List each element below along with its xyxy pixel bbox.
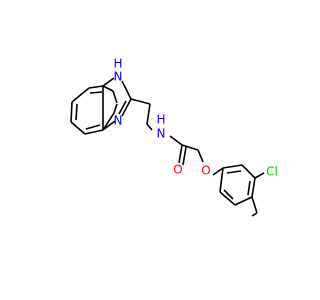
bond bbox=[251, 196, 258, 214]
bond bbox=[223, 189, 234, 200]
structure-canvas: H N N N H O O Cl bbox=[70, 57, 278, 217]
bond bbox=[118, 100, 127, 115]
bond bbox=[197, 149, 204, 163]
carbonyl-oxygen-label: O bbox=[173, 163, 182, 177]
bond bbox=[226, 170, 242, 174]
bond bbox=[102, 120, 116, 131]
bond bbox=[84, 129, 104, 135]
bond bbox=[113, 103, 118, 114]
bond bbox=[71, 87, 90, 103]
bond bbox=[241, 164, 256, 179]
bond bbox=[102, 85, 114, 92]
bond bbox=[121, 98, 132, 117]
bond bbox=[181, 144, 199, 151]
bond bbox=[219, 191, 236, 206]
bond bbox=[169, 135, 183, 146]
bond bbox=[251, 177, 256, 198]
bond bbox=[89, 91, 103, 94]
chlorine-label: Cl bbox=[266, 165, 278, 179]
bond bbox=[251, 212, 258, 217]
bond bbox=[222, 164, 243, 169]
bond bbox=[146, 103, 151, 125]
bond bbox=[130, 98, 151, 105]
bond bbox=[212, 167, 224, 176]
bond bbox=[70, 121, 86, 135]
bond bbox=[254, 172, 265, 179]
bond bbox=[112, 90, 118, 104]
bond bbox=[146, 123, 153, 131]
bond bbox=[234, 196, 253, 206]
bond bbox=[85, 124, 101, 130]
bond bbox=[102, 112, 115, 131]
bond bbox=[121, 80, 132, 100]
bond bbox=[70, 101, 73, 123]
bond bbox=[178, 144, 183, 164]
benzimidazole-nh-label: N bbox=[114, 70, 123, 84]
bond-layer bbox=[70, 77, 265, 217]
benzimidazole-hydrogen-label: H bbox=[113, 57, 122, 71]
atom-label-layer: H N N N H O O Cl bbox=[113, 57, 277, 179]
amide-nitrogen-label: N bbox=[157, 127, 166, 141]
amide-hydrogen-label: H bbox=[156, 113, 165, 127]
bond bbox=[247, 180, 251, 196]
benzimidazole-n-label: N bbox=[114, 114, 123, 128]
bond bbox=[75, 103, 78, 121]
bond bbox=[219, 167, 224, 193]
bond bbox=[102, 77, 115, 87]
bond bbox=[182, 146, 187, 166]
ether-oxygen-label: O bbox=[201, 164, 210, 178]
bond bbox=[88, 85, 104, 89]
